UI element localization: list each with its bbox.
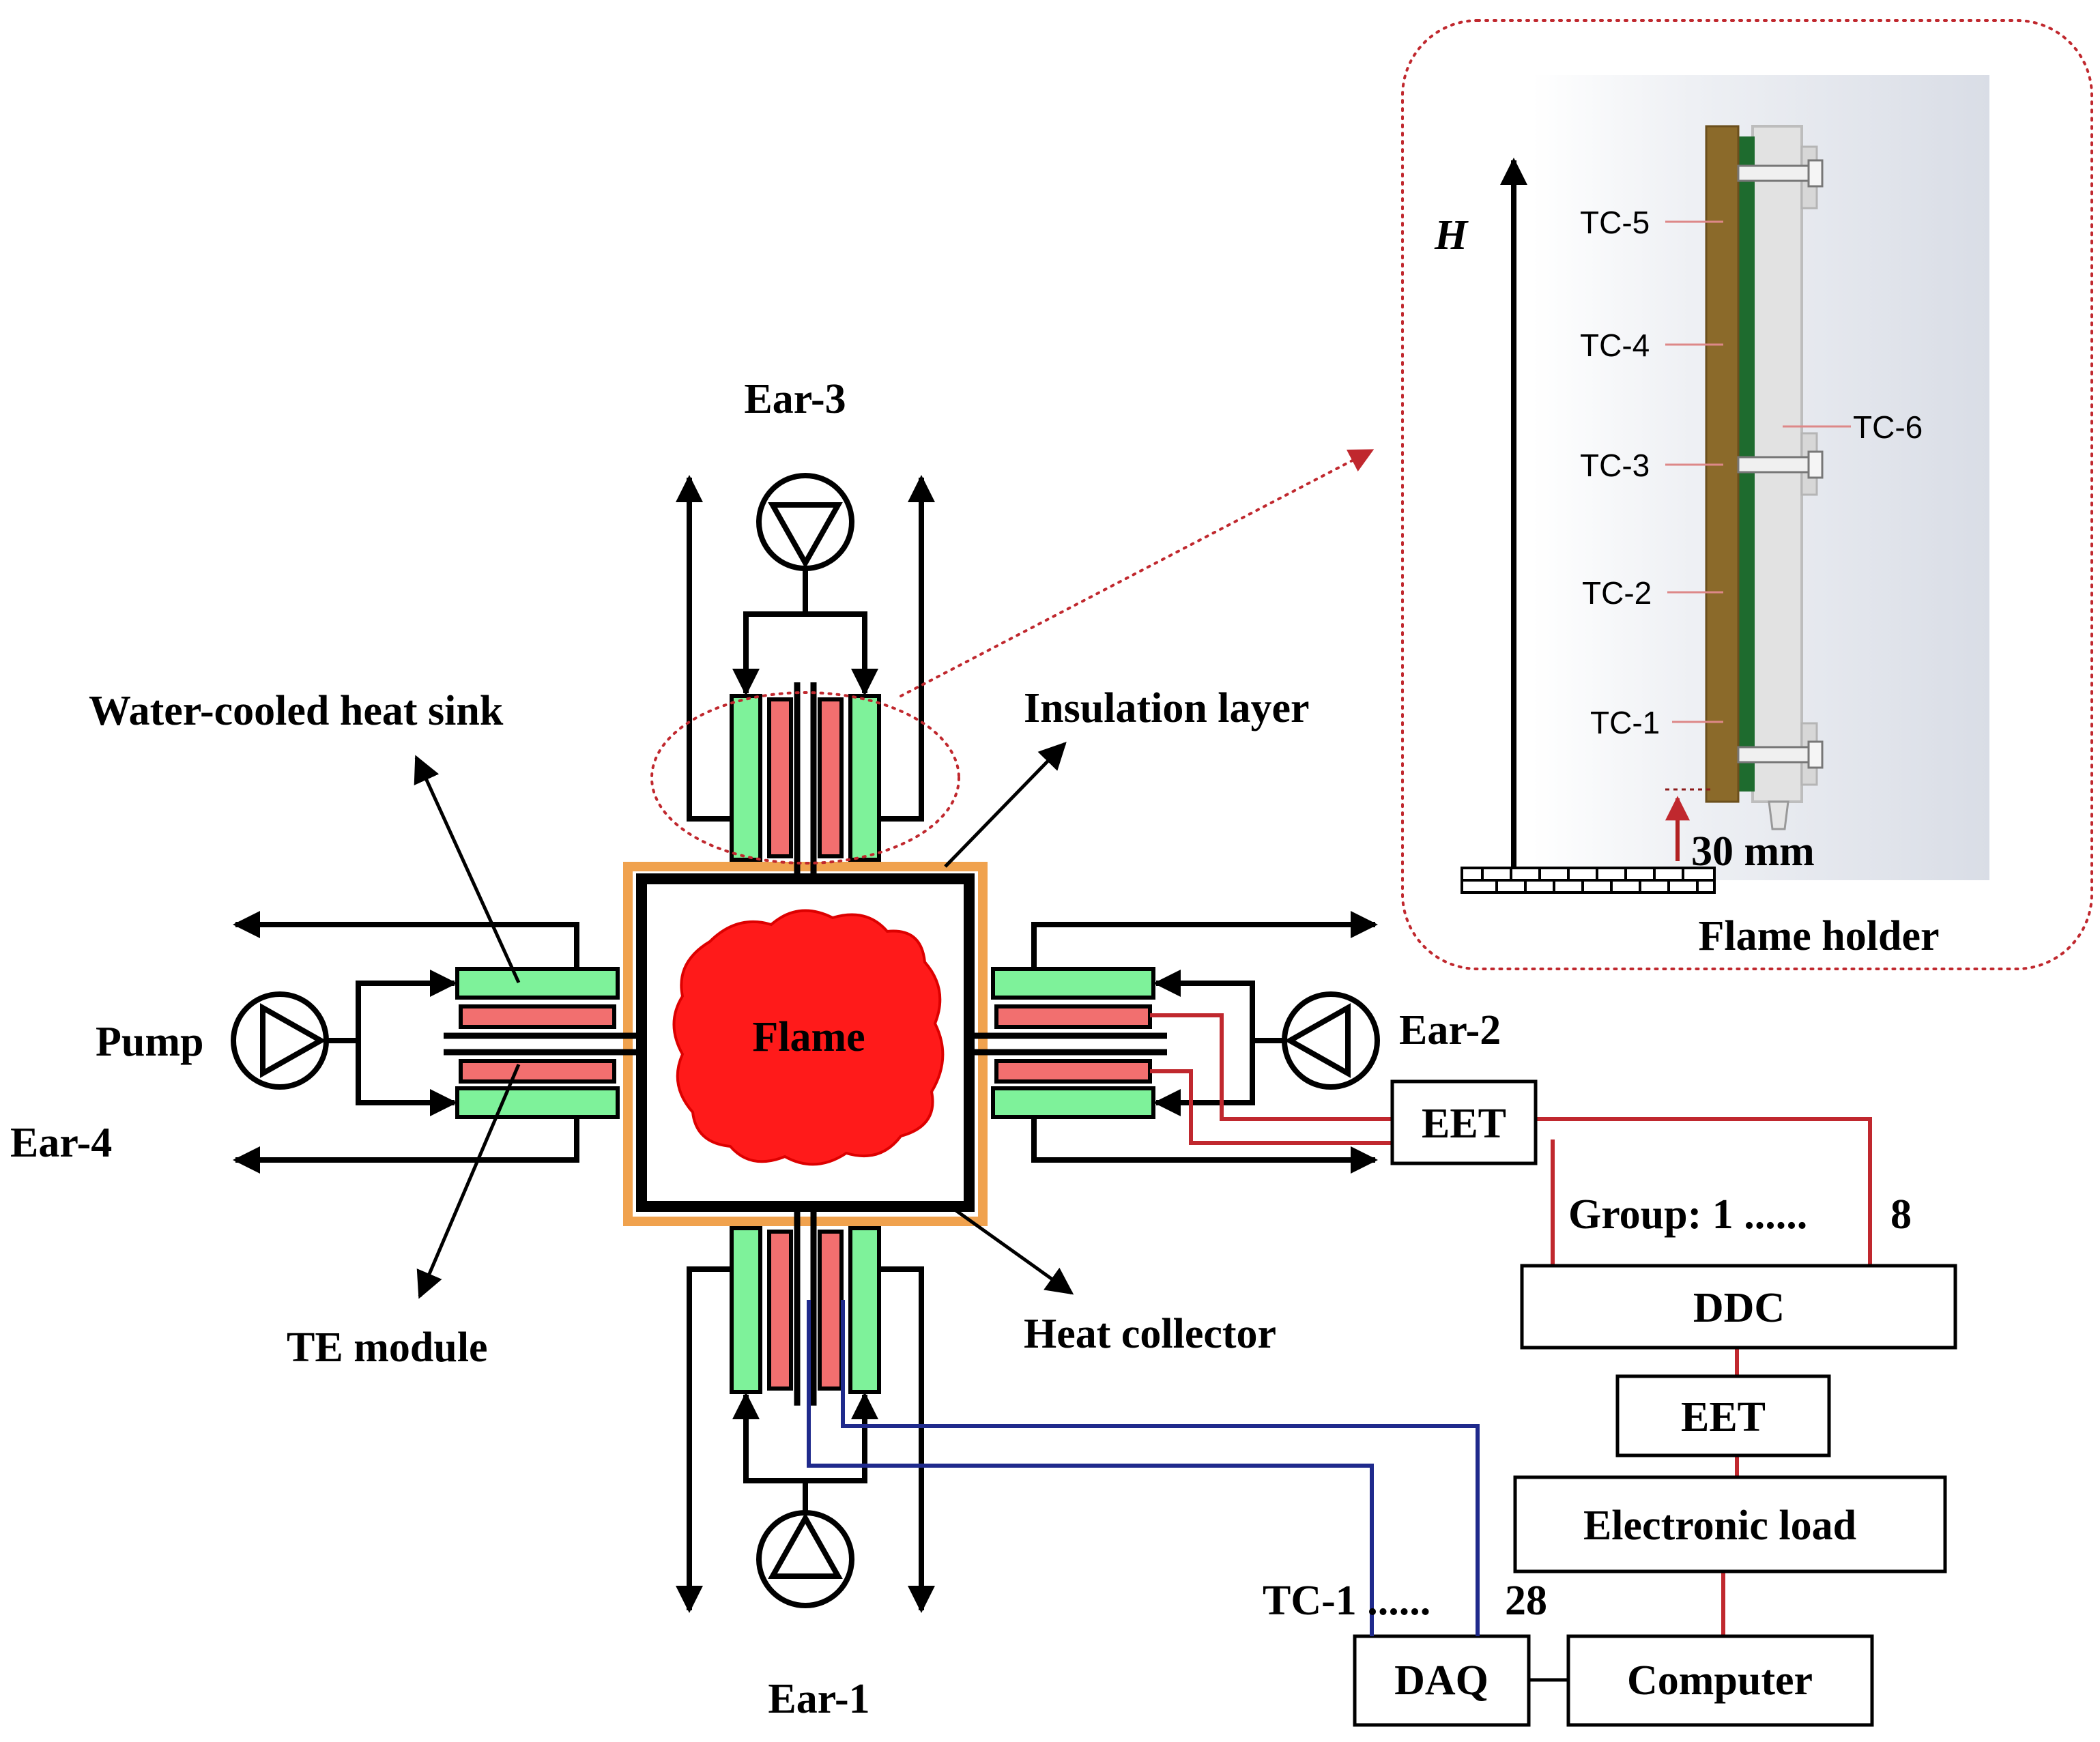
tc-range-label: TC-1 ......: [1263, 1578, 1430, 1624]
water-cooled-heat-sink-label: Water-cooled heat sink: [89, 688, 504, 734]
eet-top-box: EET: [1390, 1079, 1538, 1165]
computer-box: Computer: [1566, 1634, 1874, 1727]
ear-3-pipes: [676, 475, 935, 822]
flame-holder-inset: H TC-5 TC-4 TC-3 TC-2 TC-1: [1401, 19, 2093, 970]
tc-2-label: TC-2: [1582, 575, 1652, 611]
zoom-region-ellipse: [650, 691, 960, 865]
ear-4-module: [444, 967, 642, 1119]
group-range-label: Group: 1 ......: [1568, 1191, 1807, 1238]
ear-2-module: [969, 967, 1167, 1119]
fastening-screws: [1737, 159, 1824, 769]
svg-text:DDC: DDC: [1693, 1285, 1785, 1331]
thermocouple-wires: [807, 1300, 1480, 1636]
te-module-label: TE module: [287, 1324, 488, 1371]
ear-2-label: Ear-2: [1399, 1007, 1501, 1054]
pump-label: Pump: [96, 1019, 203, 1065]
daq-box: DAQ: [1353, 1634, 1531, 1727]
ear-3-label: Ear-3: [744, 376, 846, 422]
svg-text:EET: EET: [1681, 1394, 1766, 1440]
ear-2-pipes: [1031, 911, 1378, 1174]
ear-3-module: [730, 682, 881, 880]
ear-4-pump: [231, 991, 329, 1090]
tc-1-label: TC-1: [1590, 705, 1660, 740]
flame-holder-label: Flame holder: [1699, 913, 1940, 959]
power-wires: [1150, 1013, 1872, 1636]
tc-4-label: TC-4: [1580, 328, 1650, 363]
ear-4-pipes: [233, 911, 579, 1174]
ear-3-pump: [756, 473, 854, 571]
heat-collector-label: Heat collector: [1024, 1311, 1276, 1357]
ear-1-pump: [756, 1510, 854, 1608]
insulation-layer-label: Insulation layer: [1024, 685, 1310, 731]
eet-bottom-box: EET: [1615, 1374, 1831, 1457]
flame-label: Flame: [752, 1014, 865, 1060]
svg-text:DAQ: DAQ: [1394, 1657, 1488, 1704]
flame-holder-base: [1461, 867, 1716, 894]
tc-3-label: TC-3: [1580, 448, 1650, 483]
ddc-box: DDC: [1520, 1264, 1957, 1350]
thermocouple-labels: TC-5 TC-4 TC-3 TC-2 TC-1 TC-6: [1580, 205, 1923, 740]
svg-text:Computer: Computer: [1627, 1657, 1813, 1704]
ear-1-pipes: [676, 1266, 935, 1613]
svg-text:EET: EET: [1422, 1101, 1506, 1147]
tc-5-label: TC-5: [1580, 205, 1650, 240]
tc-6-label: TC-6: [1853, 409, 1923, 445]
ear-2-pump: [1282, 991, 1380, 1090]
ear-1-module: [730, 1208, 881, 1406]
insulation-layer: [623, 862, 988, 1226]
svg-text:Electronic load: Electronic load: [1583, 1503, 1856, 1549]
zoom-callout-arrow: [900, 449, 1375, 697]
ear-4-label: Ear-4: [10, 1120, 112, 1166]
group-end-label: 8: [1890, 1191, 1912, 1238]
electronic-load-box: Electronic load: [1513, 1475, 1947, 1573]
flame-blob: [672, 909, 945, 1166]
tc-end-label: 28: [1505, 1578, 1547, 1624]
ear-1-label: Ear-1: [768, 1676, 869, 1722]
height-axis-label: H: [1434, 212, 1469, 259]
